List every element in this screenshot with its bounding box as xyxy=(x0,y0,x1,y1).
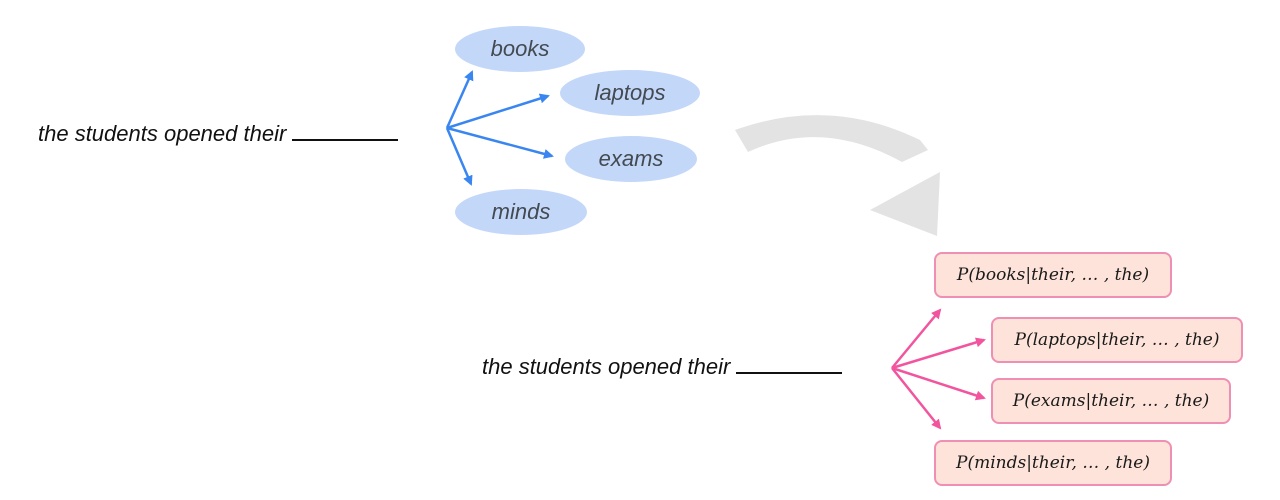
pink-arrow-books xyxy=(891,308,942,369)
pink-arrow-laptops xyxy=(891,337,986,370)
bottom-sentence: the students opened their xyxy=(482,353,843,381)
bottom-sentence-blank xyxy=(736,354,843,374)
pink-arrow-minds xyxy=(891,367,942,430)
pink-arrow-exams xyxy=(891,366,986,401)
bottom-sentence-text: the students opened their xyxy=(482,354,731,379)
blue-arrow-exams xyxy=(446,126,554,159)
probability-books: P(books|their, … , the) xyxy=(934,252,1172,298)
blue-arrow-books xyxy=(445,70,474,129)
candidate-books: books xyxy=(455,26,585,72)
candidate-minds: minds xyxy=(455,189,587,235)
top-sentence-blank xyxy=(292,121,399,141)
probability-minds: P(minds|their, … , the) xyxy=(934,440,1172,486)
top-sentence: the students opened their xyxy=(38,120,399,148)
blue-arrow-laptops xyxy=(446,93,550,130)
transition-curve-arrow xyxy=(735,115,928,162)
probability-laptops: P(laptops|their, … , the) xyxy=(991,317,1243,363)
candidate-exams: exams xyxy=(565,136,697,182)
probability-exams: P(exams|their, … , the) xyxy=(991,378,1231,424)
transition-curve-arrowhead xyxy=(870,172,940,236)
candidate-laptops: laptops xyxy=(560,70,700,116)
top-sentence-text: the students opened their xyxy=(38,121,287,146)
blue-arrow-minds xyxy=(445,127,473,186)
